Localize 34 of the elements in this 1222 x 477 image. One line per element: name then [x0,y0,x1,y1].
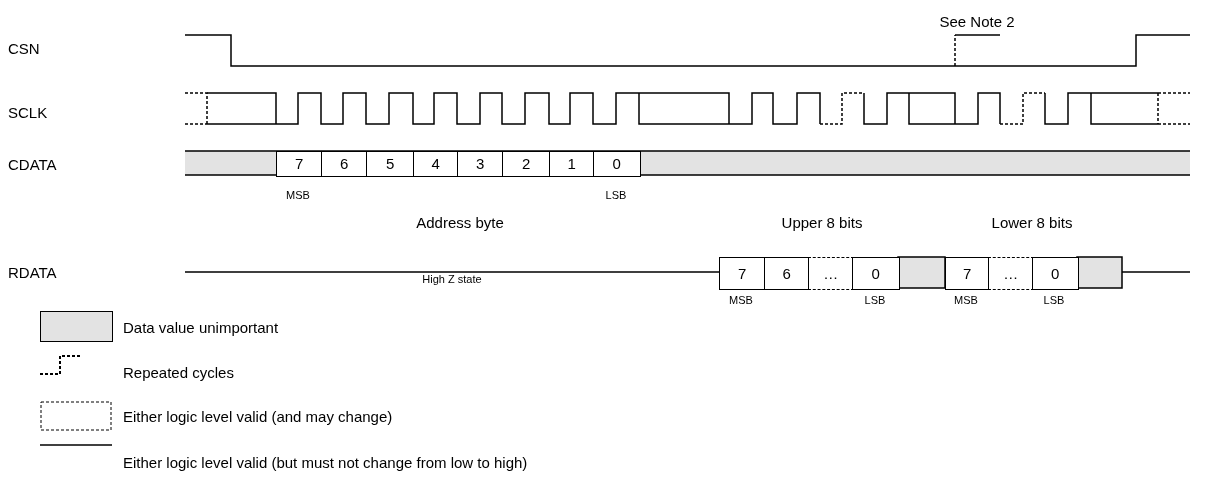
legend-text: Either logic level valid (and may change) [123,408,393,424]
field-label: Upper 8 bits [781,214,863,230]
legend-text: Repeated cycles [123,364,234,380]
legend-text: Data value unimportant [123,319,279,335]
data-bit-cell: 6 [764,257,810,290]
bit-order-label: MSB [286,189,310,201]
signal-name: CSN [8,40,40,56]
data-bit-cell: 0 [593,151,641,177]
bit-order-label: LSB [864,294,886,306]
bit-order-label: MSB [729,294,753,306]
data-bit-cell: 3 [457,151,504,177]
state-label: High Z state [422,273,482,285]
data-bit-cell: 6 [321,151,368,177]
data-bit-cell: 7 [276,151,323,177]
legend-text: Either logic level valid (but must not change from low to high) [123,454,528,470]
data-bit-cell: … [808,257,854,290]
data-bit-cell: 2 [502,151,551,177]
note-text: See Note 2 [939,13,1015,29]
bit-order-label: LSB [605,189,627,201]
bit-order-label: LSB [1043,294,1065,306]
signal-name: SCLK [8,104,48,120]
signal-name: RDATA [8,264,57,280]
field-label: Lower 8 bits [991,214,1073,230]
data-bit-cell: 4 [413,151,459,177]
data-bit-cell: 5 [366,151,415,177]
data-bit-cell: … [988,257,1034,290]
data-bit-cell: 0 [852,257,900,290]
data-bit-cell: 7 [945,257,990,290]
bit-order-label: MSB [954,294,978,306]
signal-name: CDATA [8,156,57,172]
data-bit-cell: 1 [549,151,595,177]
data-bit-cell: 0 [1032,257,1079,290]
data-bit-cell: 7 [719,257,766,290]
field-label: Address byte [416,214,504,230]
